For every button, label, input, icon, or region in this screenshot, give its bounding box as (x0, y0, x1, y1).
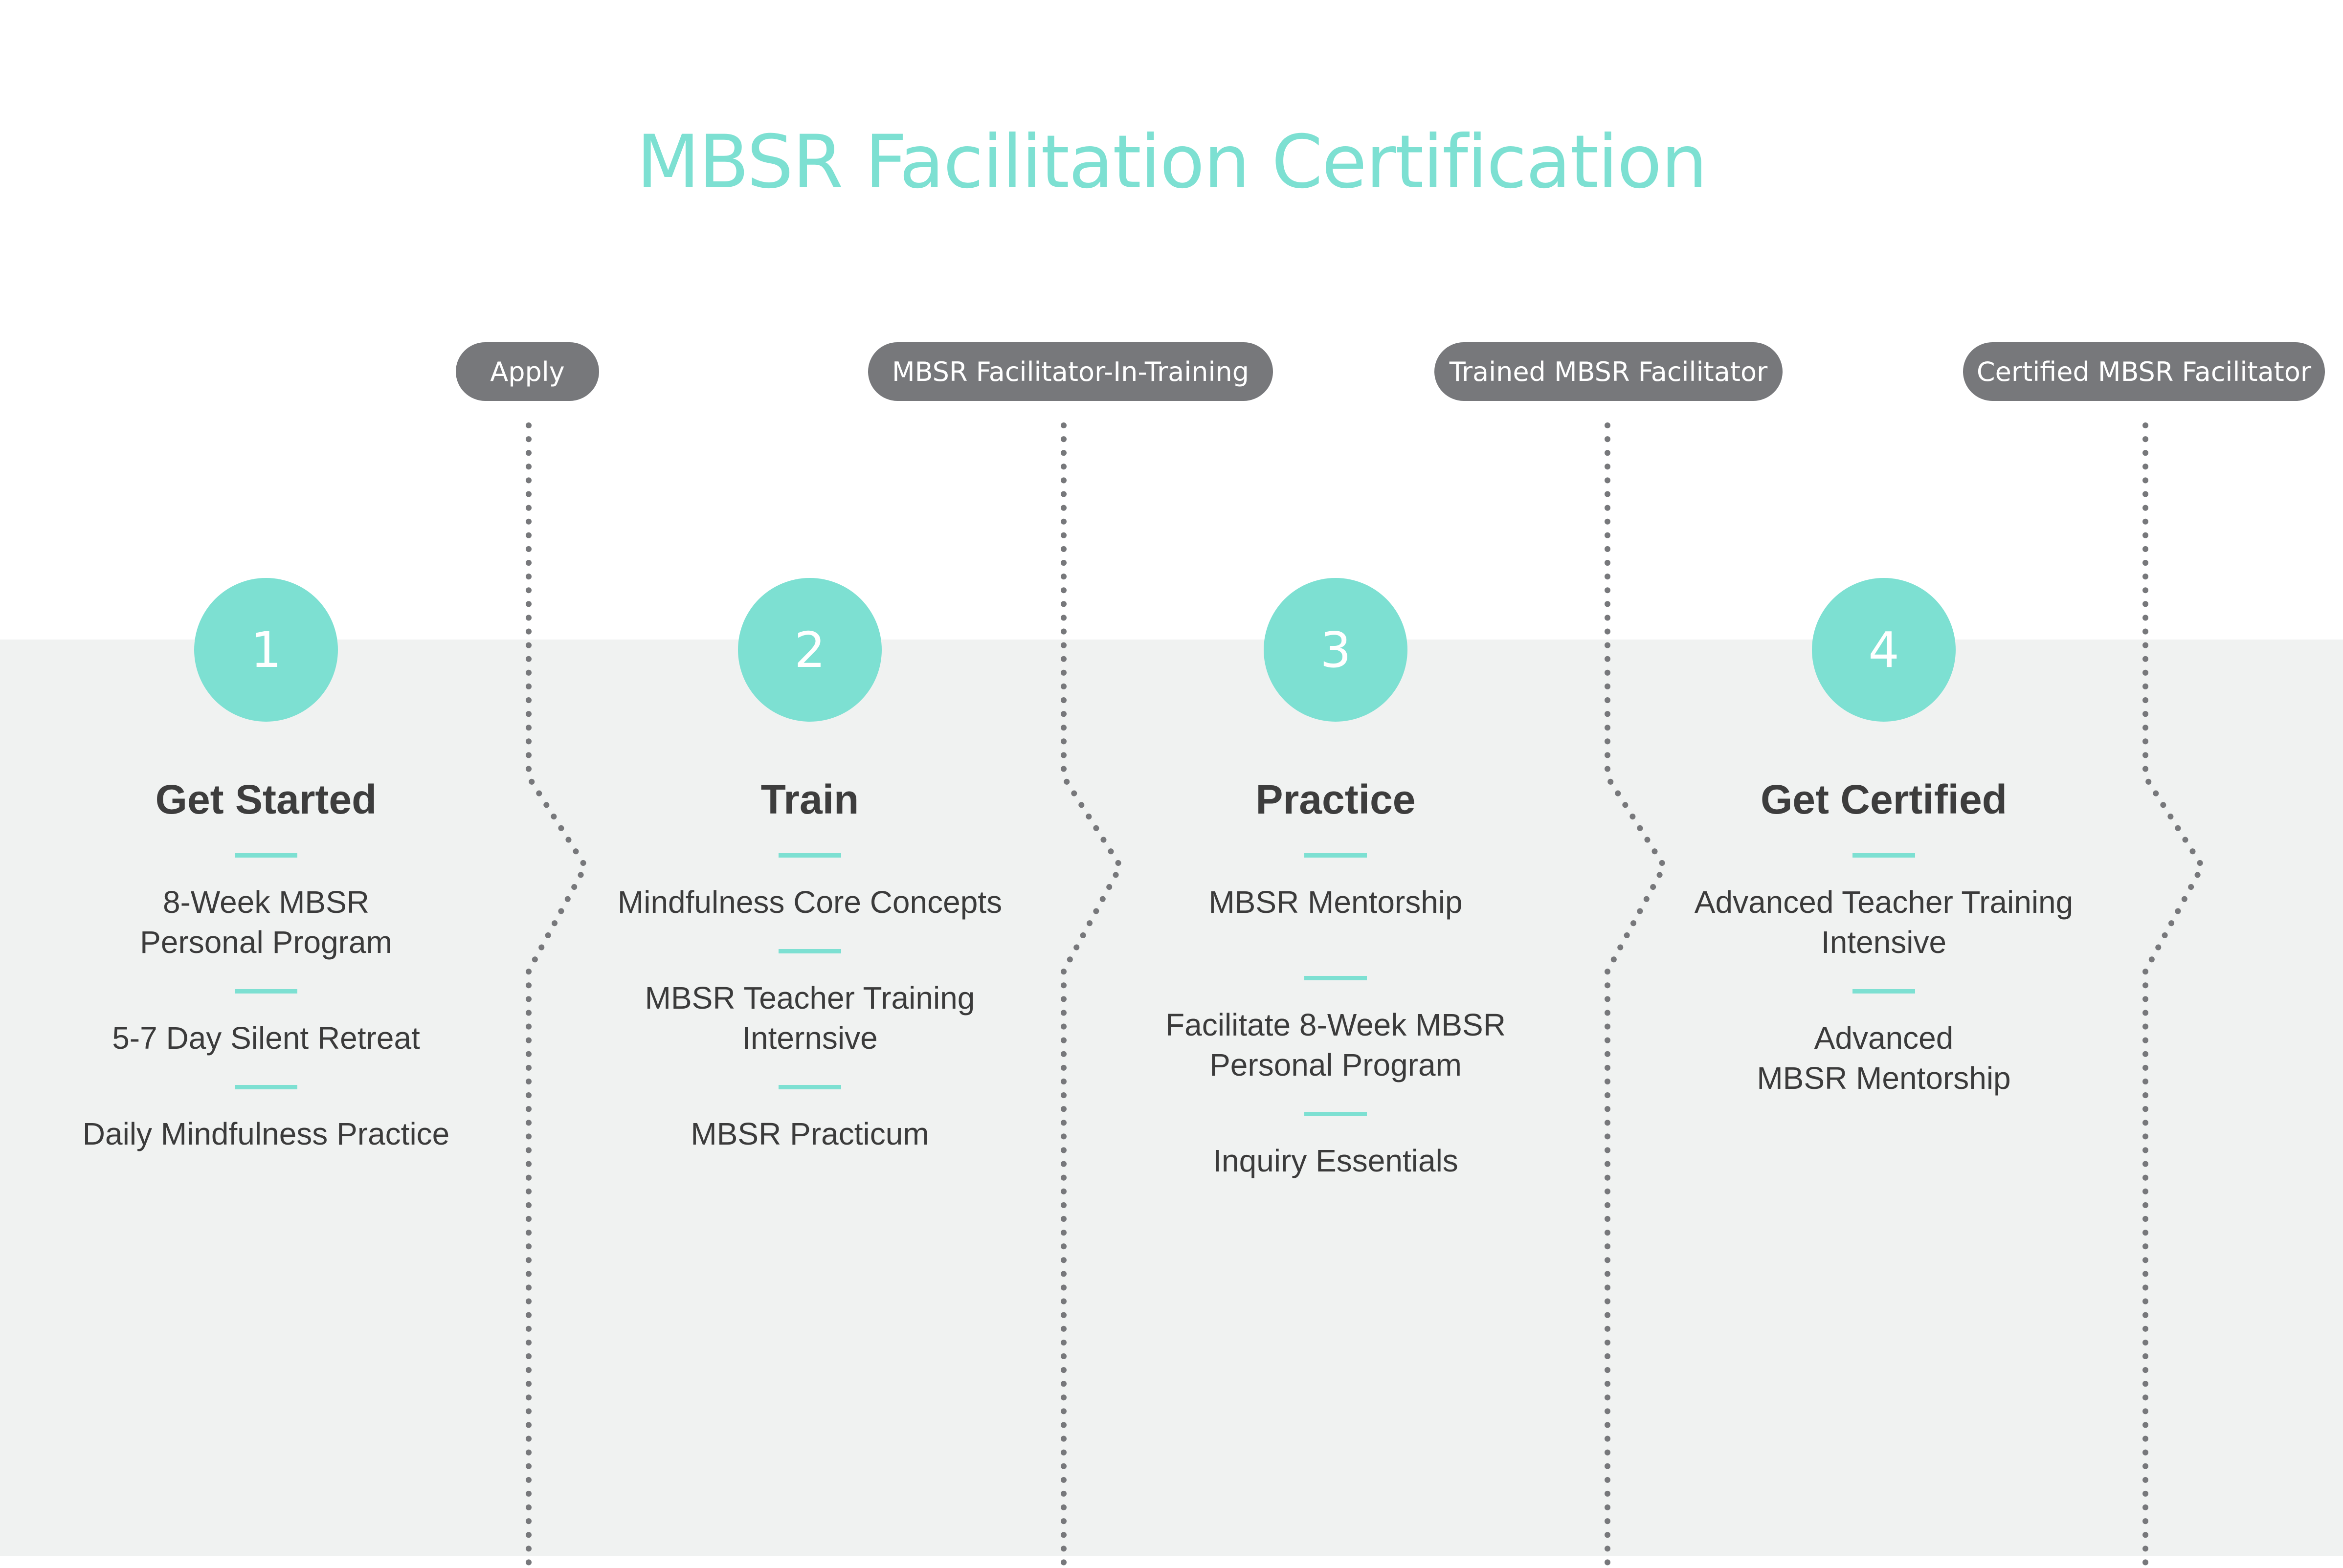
step-number-4: 4 (1812, 578, 1956, 722)
divider-line-1 (526, 422, 589, 1568)
milestone-facilitator-in-training: MBSR Facilitator-In-Training (868, 342, 1273, 401)
step-item: Daily Mindfulness Practice (82, 1116, 450, 1151)
divider-line-2 (1061, 422, 1124, 1568)
step-item: MBSR Teacher Training Internsive (645, 980, 975, 1056)
divider-line-3 (1605, 422, 1668, 1568)
step-column-practice: Practice MBSR Mentorship Facilitate 8-We… (1116, 773, 1556, 1181)
step-item: Inquiry Essentials (1213, 1143, 1458, 1178)
step-column-train: Train Mindfulness Core Concepts MBSR Tea… (590, 773, 1030, 1154)
step-number-3: 3 (1264, 578, 1407, 722)
divider-line-4 (2142, 422, 2206, 1568)
milestone-certified-facilitator: Certified MBSR Facilitator (1963, 342, 2325, 401)
step-item: Mindfulness Core Concepts (617, 884, 1003, 920)
step-column-get-started: Get Started 8-Week MBSR Personal Program… (46, 773, 486, 1154)
page-title: MBSR Facilitation Certification (636, 120, 1708, 205)
step-number-1: 1 (194, 578, 338, 722)
divider-dash (1304, 976, 1367, 980)
step-heading: Get Started (155, 776, 377, 822)
step-item: Advanced MBSR Mentorship (1757, 1020, 2011, 1096)
divider-dash (235, 853, 297, 858)
step-item: Facilitate 8-Week MBSR Personal Program (1165, 1007, 1506, 1082)
step-number-2: 2 (738, 578, 882, 722)
step-heading: Train (760, 776, 859, 822)
milestone-apply: Apply (456, 342, 599, 401)
background-band (0, 640, 2343, 1556)
step-heading: Get Certified (1760, 776, 2008, 822)
divider-dash (1852, 989, 1915, 994)
step-item: MBSR Practicum (691, 1116, 929, 1151)
step-heading: Practice (1255, 776, 1416, 822)
divider-dash (779, 1085, 841, 1089)
divider-dash (1304, 1112, 1367, 1116)
divider-dash (235, 1085, 297, 1089)
divider-dash (235, 989, 297, 994)
divider-dash (779, 949, 841, 953)
divider-dash (779, 853, 841, 858)
step-column-get-certified: Get Certified Advanced Teacher Training … (1664, 773, 2104, 1098)
divider-dash (1852, 853, 1915, 858)
step-item: MBSR Mentorship (1208, 884, 1463, 920)
step-item: 5-7 Day Silent Retreat (112, 1020, 420, 1056)
step-item: 8-Week MBSR Personal Program (140, 884, 392, 960)
step-item: Advanced Teacher Training Intensive (1694, 884, 2074, 960)
divider-dash (1304, 853, 1367, 858)
milestone-trained-facilitator: Trained MBSR Facilitator (1434, 342, 1783, 401)
